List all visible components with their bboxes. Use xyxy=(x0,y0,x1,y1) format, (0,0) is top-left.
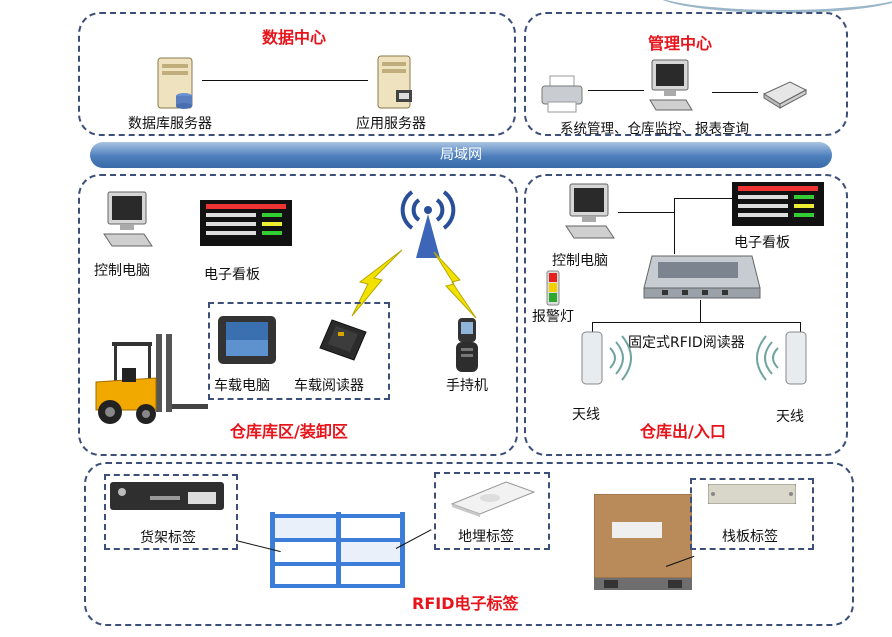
alarm-light-label: 报警灯 xyxy=(532,309,574,325)
server-link-line xyxy=(202,80,368,81)
gate-eboard-label: 电子看板 xyxy=(734,235,790,251)
antenna-line-right xyxy=(800,322,801,332)
pallet-box-icon xyxy=(594,494,692,590)
management-pc-icon xyxy=(649,59,693,111)
management-center-zone xyxy=(524,12,848,136)
decorative-swoosh xyxy=(652,0,892,13)
warehouse-zone-title: 仓库库区/装卸区 xyxy=(230,422,348,441)
ground-tag-icon xyxy=(450,481,536,517)
reader-down-line xyxy=(700,300,701,322)
warehouse-eboard-icon xyxy=(200,200,292,246)
wireless-tower-icon xyxy=(400,190,456,258)
pallet-tag-icon xyxy=(708,484,796,504)
antenna-line-h xyxy=(592,322,800,323)
app-server-label: 应用服务器 xyxy=(356,116,426,132)
gate-eboard-icon xyxy=(732,182,824,226)
antenna-left-icon xyxy=(581,331,632,385)
db-server-icon xyxy=(157,57,193,109)
app-server-icon xyxy=(377,55,412,109)
printer-icon xyxy=(541,75,583,113)
lightning-left-icon xyxy=(351,249,403,317)
antenna-right-label: 天线 xyxy=(776,409,804,425)
gate-line-pc-h xyxy=(618,212,674,213)
lightning-right-icon xyxy=(433,251,477,319)
gate-control-pc-icon xyxy=(565,183,615,239)
handheld-label: 手持机 xyxy=(446,378,488,394)
pallet-tag-box xyxy=(690,478,814,550)
shelf-tag-label: 货架标签 xyxy=(140,530,196,546)
fixed-reader-icon xyxy=(643,255,761,299)
mgmt-link-right xyxy=(712,92,758,93)
ground-tag-label: 地埋标签 xyxy=(458,529,514,545)
data-center-title: 数据中心 xyxy=(262,28,327,47)
rfid-tags-zone xyxy=(84,462,854,626)
gate-line-v xyxy=(674,198,675,254)
antenna-right-icon xyxy=(756,331,807,385)
warehouse-control-pc-icon xyxy=(103,191,153,247)
router-icon xyxy=(762,81,808,109)
shelf-tag-box xyxy=(104,474,238,550)
antenna-line-left xyxy=(592,322,593,332)
warehouse-zone xyxy=(78,174,518,456)
data-center-zone xyxy=(78,12,516,136)
vehicle-reader-label: 车载阅读器 xyxy=(294,378,364,394)
alarm-light-icon xyxy=(546,270,560,306)
lan-bar: 局域网 xyxy=(90,142,832,168)
ground-tag-box xyxy=(434,472,550,550)
management-center-title: 管理中心 xyxy=(648,34,713,53)
shelf-rack-icon xyxy=(270,512,405,588)
handheld-icon xyxy=(456,318,478,372)
db-server-label: 数据库服务器 xyxy=(128,116,212,132)
vehicle-pc-icon xyxy=(218,316,276,364)
fixed-reader-label: 固定式RFID阅读器 xyxy=(628,335,745,351)
antenna-left-label: 天线 xyxy=(572,407,600,423)
warehouse-control-pc-label: 控制电脑 xyxy=(94,263,150,279)
forklift-icon xyxy=(95,334,208,424)
gate-line-eboard-h xyxy=(674,198,732,199)
vehicle-devices-box xyxy=(208,302,390,400)
management-caption: 系统管理、仓库监控、报表查询 xyxy=(560,121,749,137)
vehicle-reader-icon xyxy=(319,319,367,361)
gate-zone-title: 仓库出/入口 xyxy=(640,422,726,441)
gate-control-pc-label: 控制电脑 xyxy=(552,253,608,269)
warehouse-eboard-label: 电子看板 xyxy=(204,267,260,283)
rfid-tags-title: RFID电子标签 xyxy=(412,594,519,613)
mgmt-link-left xyxy=(588,90,644,91)
pallet-tag-label: 栈板标签 xyxy=(722,529,778,545)
vehicle-pc-label: 车载电脑 xyxy=(214,378,270,394)
shelf-tag-icon xyxy=(110,482,224,510)
gate-zone xyxy=(524,174,848,456)
